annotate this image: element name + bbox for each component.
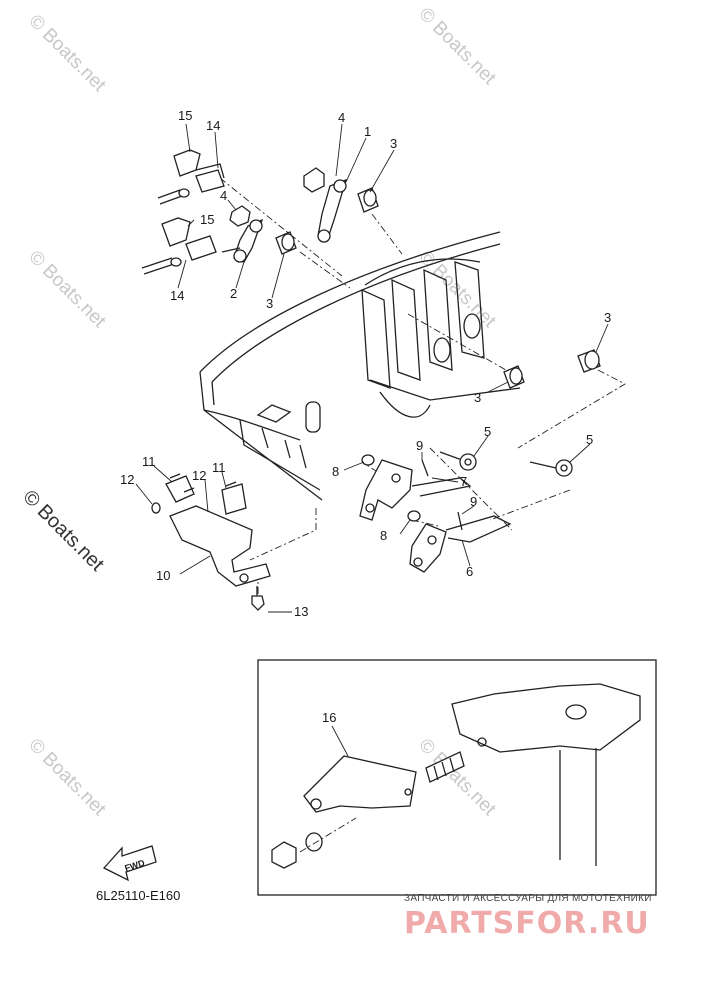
part-label: 2	[230, 286, 237, 301]
part-label: 8	[332, 464, 339, 479]
bottom-cowling	[199, 231, 521, 501]
part-label: 11	[142, 454, 156, 469]
watermark: © Boats.net	[414, 4, 500, 90]
part-label: 3	[390, 136, 397, 151]
lever-lower	[221, 205, 297, 263]
watermark: © Boats.net	[414, 735, 500, 821]
diagram-code: 6L25110-E160	[96, 888, 181, 903]
part-label: 16	[322, 710, 336, 725]
part-label: 6	[466, 564, 473, 579]
brand-logo: PARTSFOR.RU	[404, 906, 650, 941]
part-label: 4	[338, 110, 345, 125]
part-label: 14	[170, 288, 184, 303]
watermark-large: © Boats.net	[18, 486, 108, 576]
joint-5-right	[529, 459, 573, 477]
part-labels: 15 14 4 1 3 4 15 2 3 14 3 3 5 5 9 8 7 9 …	[120, 108, 611, 725]
link-assembly-lower	[407, 510, 512, 573]
part-label: 5	[484, 424, 491, 439]
part-label: 3	[474, 390, 481, 405]
bracket-assembly	[151, 473, 271, 611]
part-label: 7	[460, 474, 467, 489]
part-label: 14	[206, 118, 220, 133]
joint-5-left	[439, 451, 477, 471]
part-label: 5	[586, 432, 593, 447]
part-label: 9	[416, 438, 423, 453]
grommets-right	[503, 349, 601, 389]
part-label: 15	[200, 212, 214, 227]
part-label: 12	[192, 468, 206, 483]
part-label: 11	[212, 460, 226, 475]
cable-joint-lower	[141, 217, 217, 275]
fwd-arrow: FWD	[102, 845, 157, 882]
part-label: 1	[364, 124, 371, 139]
watermark: © Boats.net	[24, 11, 110, 97]
inset-detail	[257, 659, 657, 896]
part-label: 3	[604, 310, 611, 325]
part-label: 12	[120, 472, 134, 487]
brand-tagline: ЗАПЧАСТИ И АКСЕССУАРЫ ДЛЯ МОТОТЕХНИКИ	[404, 893, 652, 904]
part-label: 13	[294, 604, 308, 619]
link-assembly-upper	[359, 454, 472, 521]
leader-lines	[135, 123, 609, 757]
watermark: © Boats.net	[24, 247, 110, 333]
part-label: 9	[470, 494, 477, 509]
watermark: © Boats.net	[24, 735, 110, 821]
part-label: 4	[220, 188, 227, 203]
watermarks: © Boats.net © Boats.net © Boats.net © Bo…	[18, 4, 500, 821]
part-label: 8	[380, 528, 387, 543]
part-label: 3	[266, 296, 273, 311]
lever-upper	[303, 167, 379, 243]
part-label: 10	[156, 568, 170, 583]
part-label: 15	[178, 108, 192, 123]
cable-joint-upper	[157, 149, 225, 205]
